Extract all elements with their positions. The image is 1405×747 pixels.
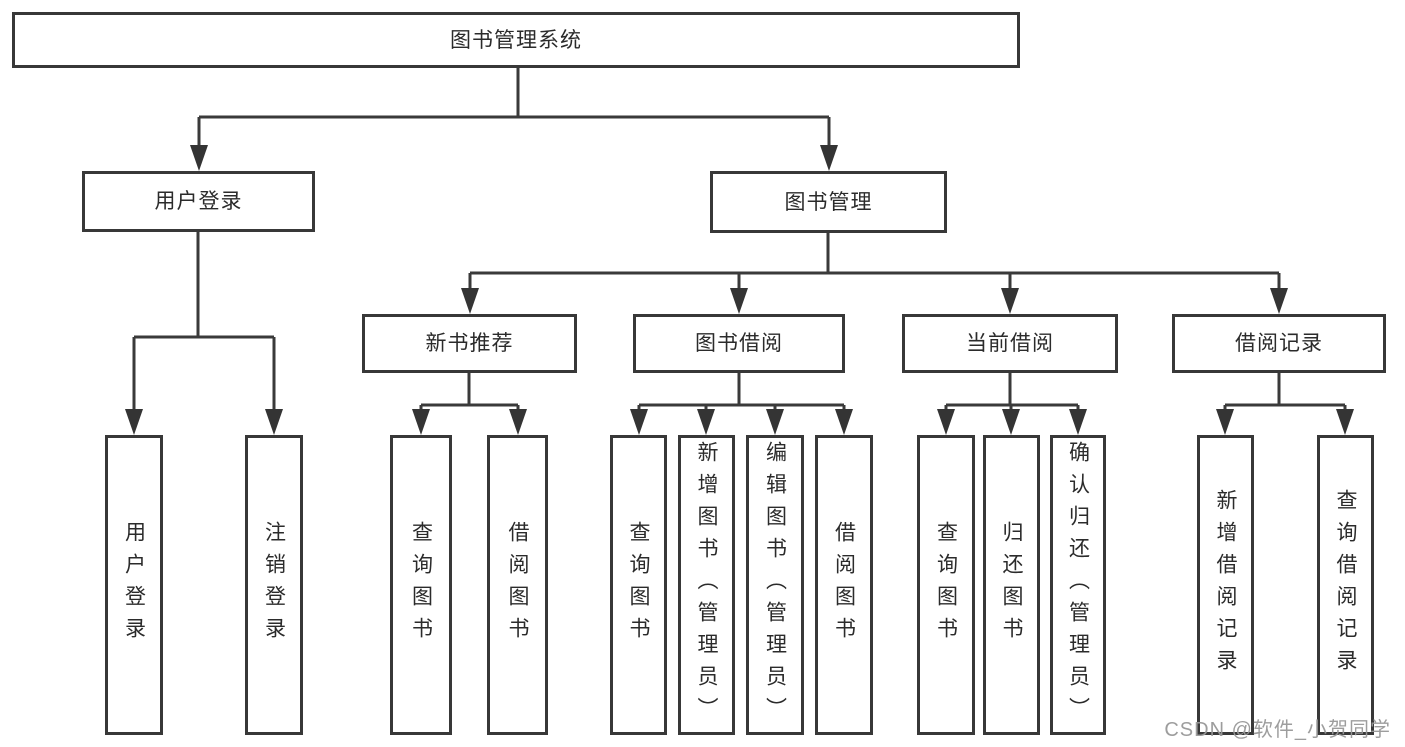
node-book-borrow: 图书借阅	[633, 314, 845, 373]
node-borrow-record: 借阅记录	[1172, 314, 1386, 373]
leaf-query-borrow-record: 查询借阅记录	[1317, 435, 1374, 735]
node-user-login: 用户登录	[82, 171, 315, 232]
leaf-borrow-books: 借阅图书	[815, 435, 873, 735]
leaf-add-borrow-record: 新增借阅记录	[1197, 435, 1254, 735]
connector-current-borrow-children	[937, 373, 1087, 435]
connector-book-mgmt-children	[461, 233, 1288, 314]
leaf-add-books-admin: 新增图书（管理员）	[678, 435, 735, 735]
leaf-query-books-borrow: 查询图书	[610, 435, 667, 735]
node-new-book-recommend: 新书推荐	[362, 314, 577, 373]
connector-root-to-level2	[190, 68, 838, 171]
leaf-logout: 注销登录	[245, 435, 303, 735]
leaf-confirm-return-admin: 确认归还（管理员）	[1050, 435, 1106, 735]
connector-book-borrow-children	[630, 373, 853, 435]
leaf-edit-books-admin: 编辑图书（管理员）	[746, 435, 804, 735]
connector-new-book-children	[412, 373, 527, 435]
leaf-query-books-recommend: 查询图书	[390, 435, 452, 735]
connector-user-login-children	[125, 232, 283, 435]
node-current-borrow: 当前借阅	[902, 314, 1118, 373]
node-library-management-system: 图书管理系统	[12, 12, 1020, 68]
leaf-user-login: 用户登录	[105, 435, 163, 735]
leaf-return-books: 归还图书	[983, 435, 1040, 735]
leaf-query-books-current: 查询图书	[917, 435, 975, 735]
node-book-management: 图书管理	[710, 171, 947, 233]
leaf-borrow-books-recommend: 借阅图书	[487, 435, 548, 735]
connector-borrow-record-children	[1216, 373, 1354, 435]
